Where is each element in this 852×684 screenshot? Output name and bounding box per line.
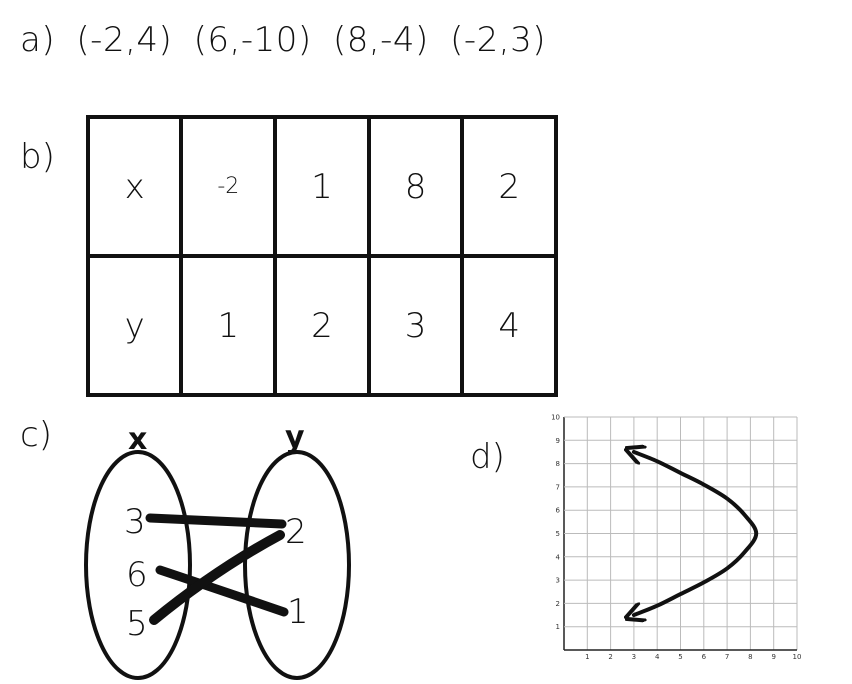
mapping-x-header: x [128, 422, 148, 457]
range-value: 1 [287, 592, 309, 632]
ordered-pair: (-2,4) [76, 20, 173, 60]
table-row: y 1 2 3 4 [85, 254, 558, 397]
relation-curve [634, 452, 759, 615]
domain-value: 6 [126, 555, 148, 595]
x-tick-label: 4 [655, 653, 660, 661]
range-oval [243, 450, 351, 680]
range-value: 2 [285, 512, 307, 552]
table-cell: 8 [366, 115, 465, 258]
y-tick-label: 10 [551, 414, 560, 422]
table-cell: 4 [460, 254, 558, 397]
domain-value: 5 [126, 604, 148, 644]
y-tick-label: 6 [556, 507, 561, 515]
table-cell: 2 [460, 115, 558, 258]
x-tick-label: 10 [793, 653, 802, 661]
table-cell: 3 [366, 254, 465, 397]
mapping-y-header: y [285, 420, 305, 455]
table-cell: 1 [273, 115, 371, 258]
table-cell: -2 [179, 115, 278, 258]
y-tick-label: 5 [556, 530, 560, 538]
ordered-pair: (6,-10) [193, 20, 312, 60]
x-tick-label: 6 [702, 653, 707, 661]
x-tick-label: 9 [771, 653, 775, 661]
y-tick-label: 9 [556, 437, 560, 445]
y-tick-label: 3 [556, 577, 560, 585]
domain-oval [84, 450, 192, 680]
domain-value: 3 [124, 502, 146, 542]
table-cell: 1 [179, 254, 278, 397]
xy-table: x -2 1 8 2 y 1 2 3 4 [85, 115, 558, 397]
part-b-label: b) [20, 137, 55, 177]
part-a-label: a) [20, 20, 56, 60]
mapping-line [145, 513, 287, 529]
mapping-line [155, 565, 289, 617]
table-header-y: y [85, 254, 184, 397]
part-c-label: c) [20, 415, 52, 455]
ordered-pair: (8,-4) [332, 20, 429, 60]
mapping-line [149, 530, 285, 625]
y-tick-label: 1 [556, 623, 560, 631]
y-tick-label: 4 [556, 553, 561, 561]
y-tick-label: 8 [556, 460, 560, 468]
table-header-x: x [85, 115, 184, 258]
x-tick-label: 8 [748, 653, 752, 661]
x-tick-label: 7 [725, 653, 729, 661]
y-tick-label: 7 [556, 483, 560, 491]
x-tick-label: 5 [678, 653, 682, 661]
x-tick-label: 3 [632, 653, 636, 661]
x-tick-label: 2 [608, 653, 612, 661]
part-d-label: d) [470, 437, 505, 477]
table-cell: 2 [273, 254, 371, 397]
x-tick-label: 1 [585, 653, 589, 661]
y-tick-label: 2 [556, 600, 560, 608]
ordered-pair: (-2,3) [450, 20, 546, 60]
table-row: x -2 1 8 2 [85, 115, 558, 258]
part-a-row: a) (-2,4) (6,-10) (8,-4) (-2,3) [20, 20, 556, 60]
